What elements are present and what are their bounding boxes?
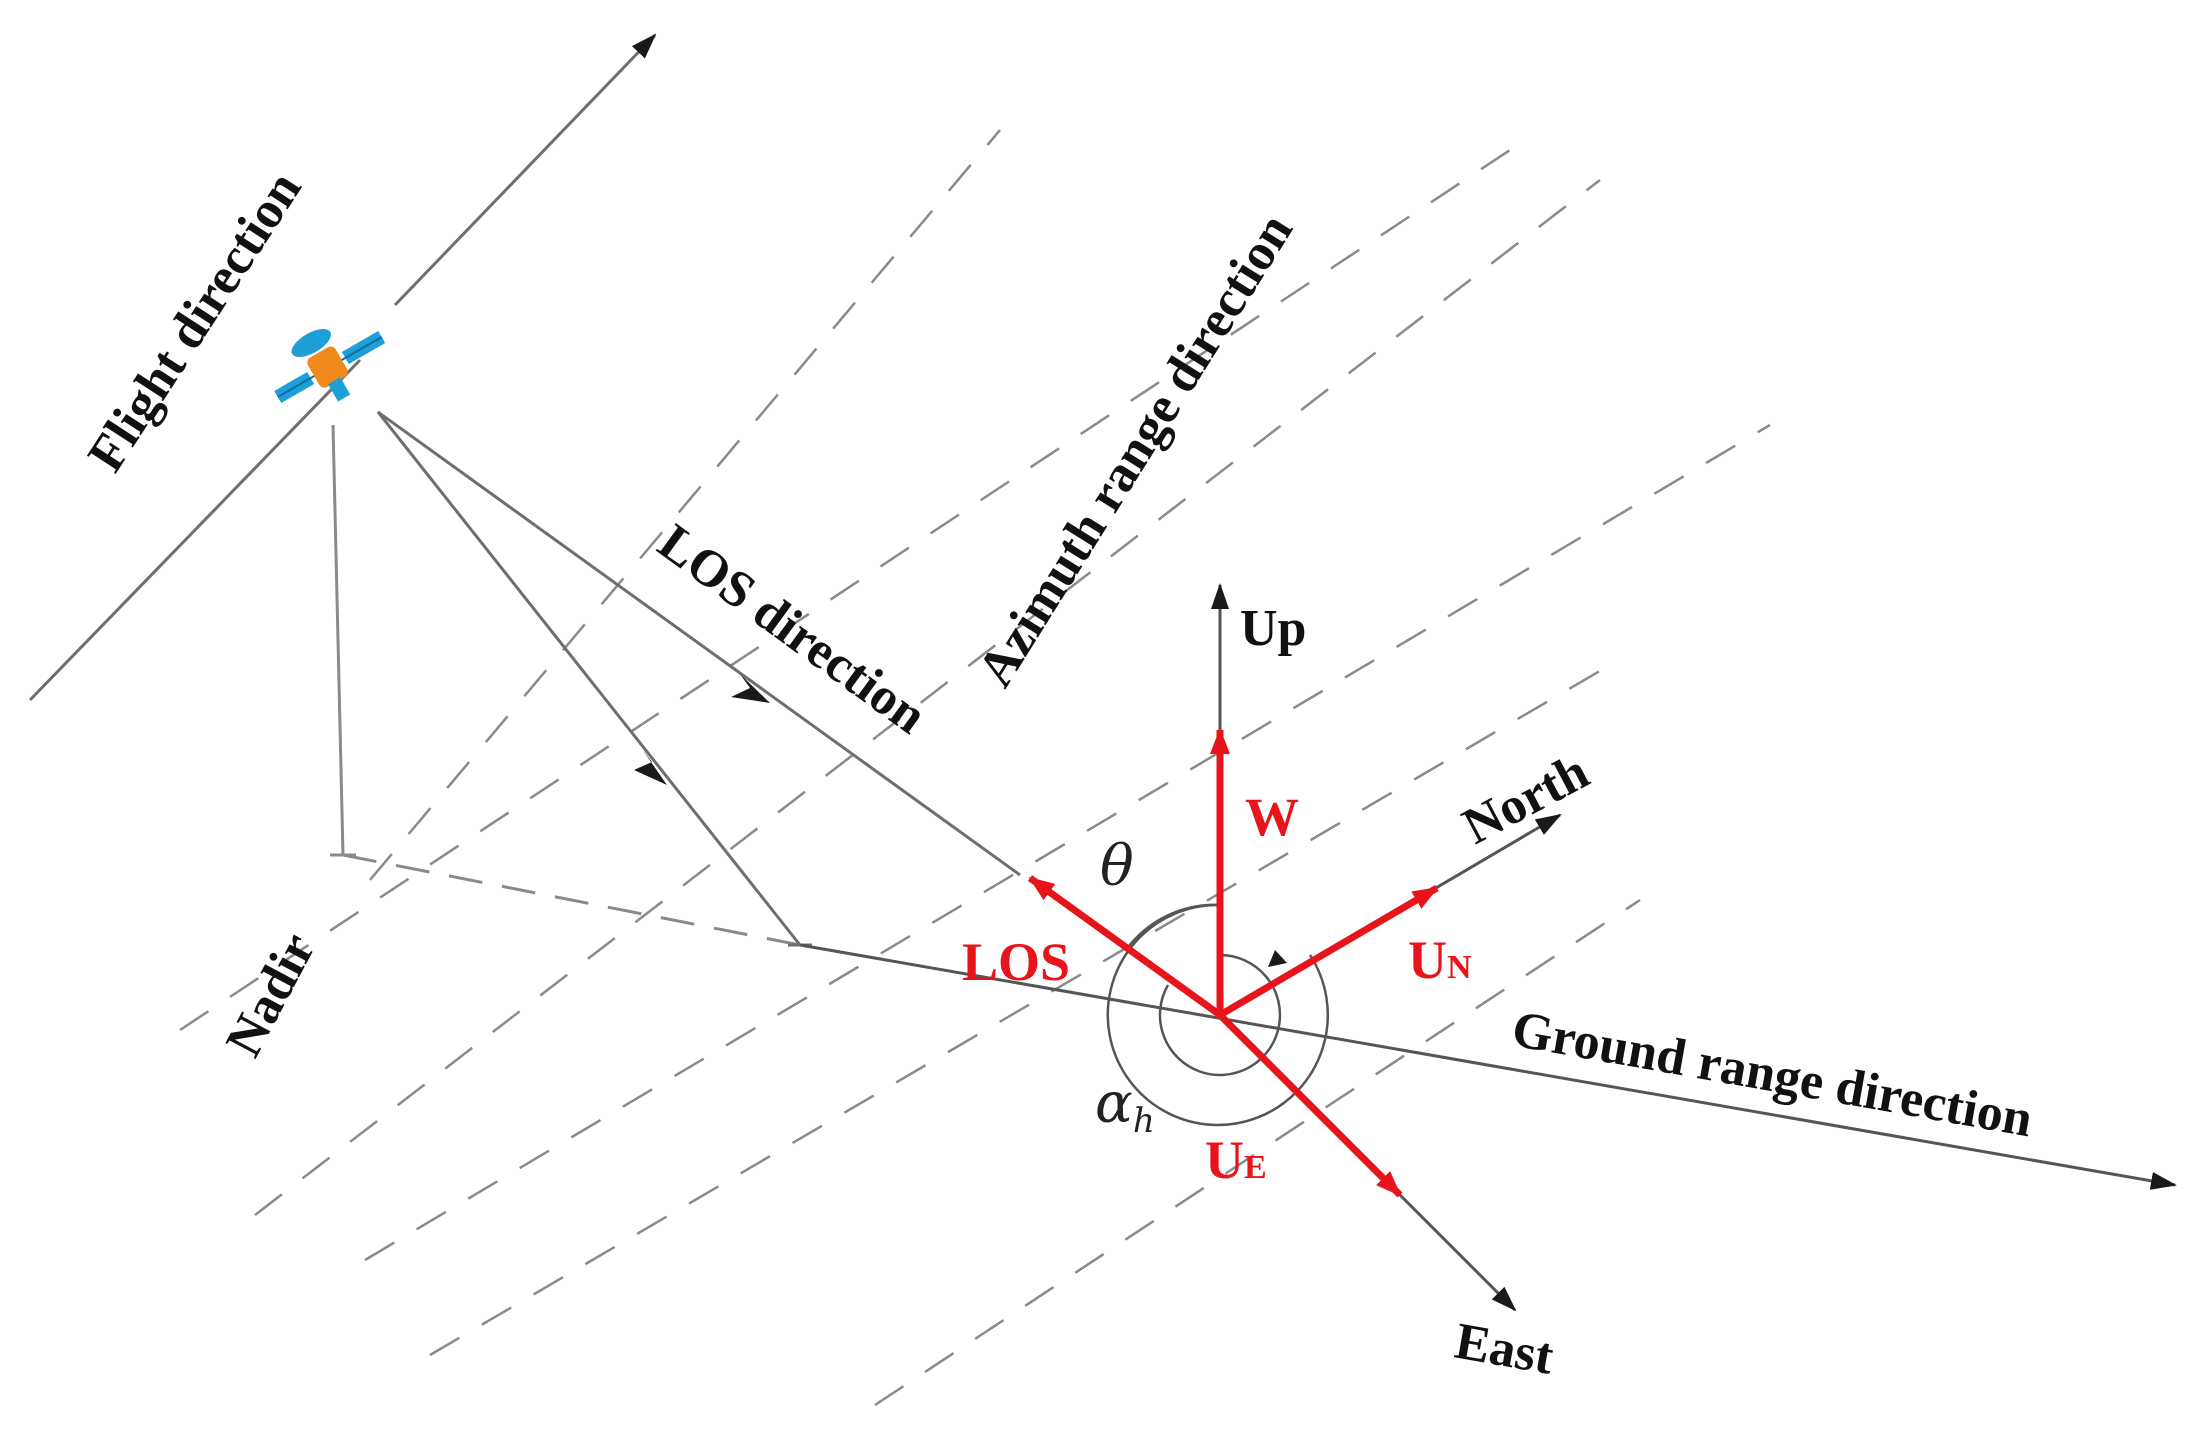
nadir-ground-dashed (342, 853, 801, 947)
alpha-h-label: αh (1095, 1071, 1155, 1141)
ground-range-axis (799, 943, 2177, 1190)
angle-arcs (1106, 903, 1330, 1127)
los-direction-ray (377, 410, 1021, 877)
un-vector-label: UN (1408, 930, 1472, 990)
theta-label: θ (1100, 834, 1134, 899)
satellite-icon (274, 329, 386, 404)
displacement-vectors (1027, 728, 1439, 1198)
ue-vector (1217, 1012, 1403, 1198)
alpha-arc-arrowhead (1268, 950, 1287, 967)
east-label: East (1451, 1313, 1558, 1386)
azimuth-grid-lines (179, 129, 1771, 1407)
los-vector-label: LOS (962, 932, 1070, 992)
ue-vector-label: UE (1205, 1130, 1267, 1190)
theta-arc (1124, 903, 1221, 951)
los-ray-arrowhead (731, 674, 770, 703)
w-vector-label: W (1245, 787, 1299, 847)
near-ray-arrowhead (634, 749, 667, 785)
ground-range-direction-label: Ground range direction (1508, 1001, 2037, 1149)
flight-direction-axis (28, 33, 657, 702)
near-range-ray (376, 411, 802, 946)
grid-line (369, 129, 1001, 881)
north-label: North (1454, 743, 1598, 856)
alpha-arc-inner (1158, 953, 1282, 1077)
up-label: Up (1240, 600, 1306, 657)
grid-line (179, 148, 1511, 1032)
los-vector (1027, 875, 1223, 1018)
ray-direction-arrows (634, 674, 770, 785)
grid-line (254, 179, 1601, 1216)
local-axes (1211, 583, 1562, 1312)
nadir-vertical-line (331, 424, 345, 856)
flight-direction-label: Flight direction (77, 162, 312, 482)
grid-line (874, 898, 1641, 1407)
alpha-arc-outer (1106, 903, 1330, 1127)
un-vector (1218, 884, 1439, 1019)
grid-line (364, 423, 1771, 1262)
nadir-geometry (330, 411, 812, 947)
grid-line (429, 663, 1611, 1357)
